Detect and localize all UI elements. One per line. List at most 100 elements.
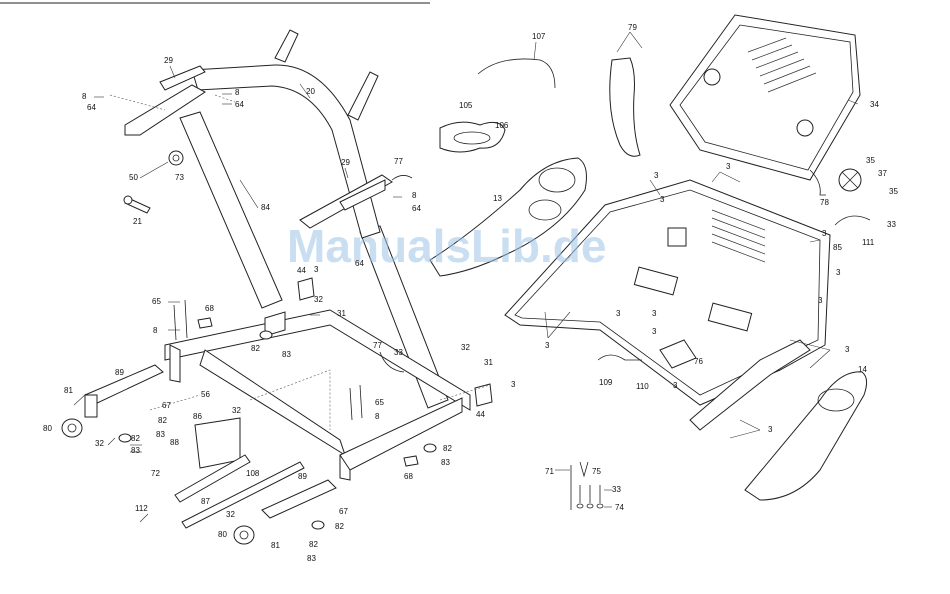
callout-8b: 8 [235, 88, 240, 97]
callout-31b: 31 [484, 358, 493, 367]
callout-68a: 68 [205, 304, 214, 313]
callout-32a: 32 [314, 295, 323, 304]
callout-3h: 3 [616, 309, 621, 318]
cable-107 [478, 59, 555, 88]
callout-79: 79 [628, 23, 637, 32]
bracket-44-a [298, 278, 314, 300]
callout-31a: 31 [337, 309, 346, 318]
bolt-65-a [174, 305, 176, 340]
callout-29b: 29 [341, 158, 350, 167]
clip-75 [580, 462, 588, 476]
callout-76: 76 [694, 357, 703, 366]
callout-77a: 77 [394, 157, 403, 166]
callout-8c: 8 [412, 191, 417, 200]
callout-3o: 3 [768, 425, 773, 434]
callout-110: 110 [636, 382, 649, 391]
callout-3i: 3 [652, 309, 657, 318]
callout-3f: 3 [822, 229, 827, 238]
hardware-33-74 [577, 485, 603, 508]
callout-88: 88 [170, 438, 179, 447]
callout-33b: 33 [887, 220, 896, 229]
console-cover-dial-b [797, 120, 813, 136]
callout-20: 20 [306, 87, 315, 96]
callout-80b: 80 [218, 530, 227, 539]
callout-80a: 80 [43, 424, 52, 433]
foot-82-a [260, 331, 272, 339]
callout-111: 111 [862, 238, 875, 247]
callout-82a: 82 [251, 344, 260, 353]
callout-68b: 68 [404, 472, 413, 481]
callout-105: 105 [459, 101, 473, 110]
callout-3k: 3 [545, 341, 550, 350]
callout-106: 106 [495, 121, 509, 130]
callout-64c: 64 [412, 204, 421, 213]
callout-82f: 82 [443, 444, 452, 453]
callout-56: 56 [201, 390, 210, 399]
callout-65b: 65 [375, 398, 384, 407]
bolt-65-c [350, 388, 352, 420]
lift-motor-88 [195, 418, 240, 468]
callout-3b: 3 [511, 380, 516, 389]
callout-37: 37 [878, 169, 887, 178]
callout-89a: 89 [115, 368, 124, 377]
bracket-44-b [475, 384, 492, 406]
wheel-80-left [62, 419, 82, 437]
callout-82e: 82 [309, 540, 318, 549]
callout-108: 108 [246, 469, 260, 478]
callout-14: 14 [858, 365, 867, 374]
callout-81b: 81 [271, 541, 280, 550]
console-button-block [668, 228, 686, 246]
callout-13: 13 [493, 194, 502, 203]
foot-82-c [312, 521, 324, 529]
watermark: ManualsLib.de [287, 220, 606, 272]
callout-32b: 32 [461, 343, 470, 352]
callout-83a: 83 [282, 350, 291, 359]
callout-65a: 65 [152, 297, 161, 306]
callout-72: 72 [151, 469, 160, 478]
callout-82b: 82 [158, 416, 167, 425]
callout-33c: 33 [612, 485, 621, 494]
callout-85: 85 [833, 243, 842, 252]
callout-32c: 32 [95, 439, 104, 448]
console-cover-34 [670, 15, 860, 180]
callout-83e: 83 [441, 458, 450, 467]
callout-8a: 8 [82, 92, 87, 101]
roller-89-left-block [85, 395, 97, 417]
handrail-14 [745, 372, 867, 500]
callout-82c: 82 [131, 434, 140, 443]
callout-107: 107 [532, 32, 546, 41]
callout-75: 75 [592, 467, 601, 476]
callout-34: 34 [870, 100, 879, 109]
upright-post-a [275, 30, 298, 62]
knob-21-head [124, 196, 132, 204]
callout-32e: 32 [226, 510, 235, 519]
assembly-line-b [215, 95, 235, 102]
callout-67a: 67 [162, 401, 171, 410]
callout-74: 74 [615, 503, 624, 512]
callout-87: 87 [201, 497, 210, 506]
callout-3c: 3 [654, 171, 659, 180]
pad-68-b [404, 456, 418, 466]
wire-77-a [392, 175, 412, 180]
callout-3l: 3 [818, 296, 823, 305]
callout-44a: 44 [297, 266, 306, 275]
callout-82d: 82 [335, 522, 344, 531]
callout-3n: 3 [673, 381, 678, 390]
wheel-80-right [234, 526, 254, 544]
callout-50: 50 [129, 173, 138, 182]
assembly-line-a [110, 95, 165, 110]
callout-35b: 35 [889, 187, 898, 196]
callout-3m: 3 [845, 345, 850, 354]
callout-33a: 33 [394, 348, 403, 357]
callout-89b: 89 [298, 472, 307, 481]
callout-32d: 32 [232, 406, 241, 415]
callout-64a: 64 [87, 103, 96, 112]
callout-77b: 77 [373, 341, 382, 350]
part-73 [169, 151, 183, 165]
callout-67b: 67 [339, 507, 348, 516]
pad-68-a [198, 318, 212, 328]
callout-73: 73 [175, 173, 184, 182]
callout-44b: 44 [476, 410, 485, 419]
shock-108 [182, 462, 304, 528]
